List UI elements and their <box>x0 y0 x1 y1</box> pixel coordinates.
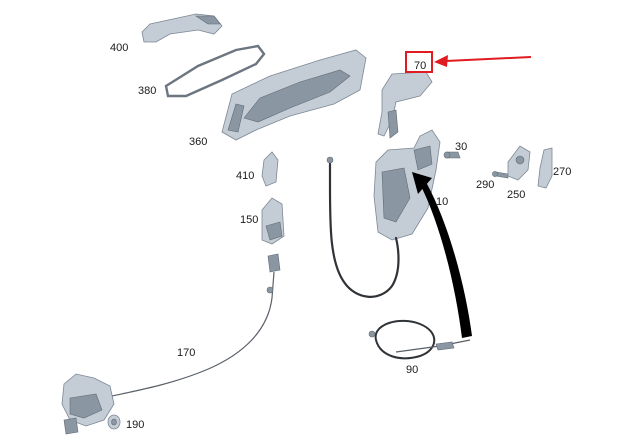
label-360[interactable]: 360 <box>189 136 208 148</box>
part-250-striker[interactable] <box>507 145 531 181</box>
part-10-door-lock[interactable] <box>373 129 441 241</box>
part-30-screw[interactable] <box>443 151 461 159</box>
part-270-plate[interactable] <box>537 147 553 189</box>
label-380[interactable]: 380 <box>138 85 157 97</box>
part-380-seal-ring[interactable] <box>164 44 266 98</box>
highlight-arrow <box>434 55 532 67</box>
part-400-outer-handle[interactable] <box>141 13 223 43</box>
label-90[interactable]: 90 <box>406 364 419 376</box>
part-70-bracket[interactable] <box>377 71 433 139</box>
label-10[interactable]: 10 <box>436 196 449 208</box>
label-190[interactable]: 190 <box>126 419 145 431</box>
part-170-cable[interactable] <box>111 253 281 397</box>
assembly-arrow <box>412 172 472 338</box>
highlight-box-part-70 <box>405 51 433 73</box>
label-290[interactable]: 290 <box>476 179 495 191</box>
part-190-grommet[interactable] <box>107 414 121 430</box>
part-lock-cable[interactable] <box>326 156 400 298</box>
label-410[interactable]: 410 <box>236 170 255 182</box>
label-150[interactable]: 150 <box>240 214 259 226</box>
label-400[interactable]: 400 <box>110 42 129 54</box>
part-410-clip[interactable] <box>261 151 279 187</box>
label-250[interactable]: 250 <box>507 189 526 201</box>
label-30[interactable]: 30 <box>455 141 468 153</box>
part-290-screw[interactable] <box>492 171 509 179</box>
part-actuator[interactable] <box>61 373 115 435</box>
label-270[interactable]: 270 <box>553 166 572 178</box>
part-360-handle-carrier[interactable] <box>221 49 367 141</box>
label-170[interactable]: 170 <box>177 347 196 359</box>
label-70[interactable]: 70 <box>414 60 427 72</box>
part-150-housing[interactable] <box>261 197 285 245</box>
part-90-bowden-cable[interactable] <box>368 319 471 360</box>
